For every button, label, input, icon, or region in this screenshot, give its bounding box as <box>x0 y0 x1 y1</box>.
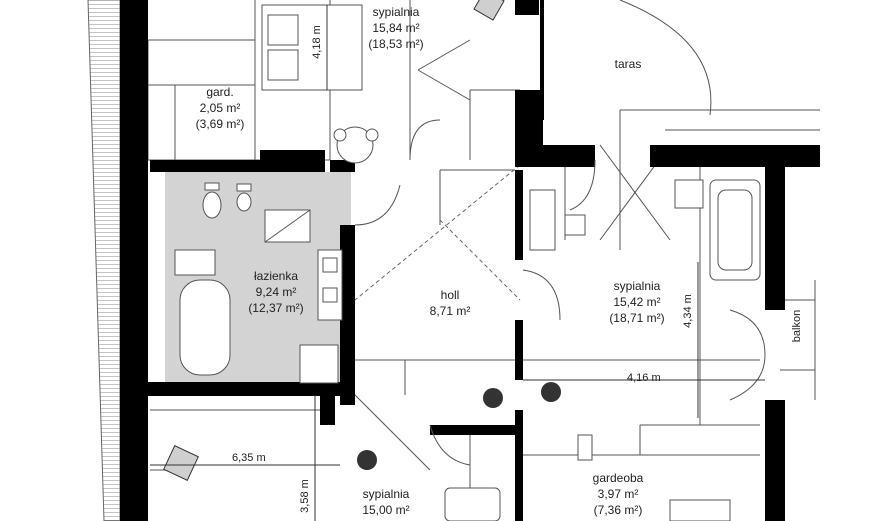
room-name: gardeoba <box>592 471 644 485</box>
room-area: 3,97 m² <box>597 487 639 501</box>
furniture <box>261 4 761 521</box>
room-name: taras <box>614 57 642 71</box>
dimension-label-635: 6,35 m <box>232 452 266 464</box>
room-area-gross: (18,53 m²) <box>368 37 424 51</box>
room-name: gard. <box>206 85 234 99</box>
room-area-gross: (18,71 m²) <box>609 311 665 325</box>
dimension-label-434: 4,34 m <box>682 294 694 328</box>
dashed-lines <box>354 164 521 301</box>
bathroom-fixtures <box>174 182 343 384</box>
terrace-arc <box>619 0 712 116</box>
room-label-gardeoba: gardeoba 3,97 m² (7,36 m²) <box>578 470 658 518</box>
room-label-taras: taras <box>600 56 656 72</box>
room-area-gross: (7,36 m²) <box>593 503 643 517</box>
room-name: łazienka <box>253 269 299 283</box>
room-label-balkon: balkon <box>791 309 803 343</box>
roof-hatch-strip <box>87 0 121 521</box>
plants <box>357 382 561 470</box>
room-label-gard: gard. 2,05 m² (3,69 m²) <box>185 84 255 132</box>
room-area: 9,24 m² <box>255 285 297 299</box>
room-name: sypialnia <box>362 487 410 501</box>
room-name: sypialnia <box>613 279 661 293</box>
room-label-sypialnia-bottom: sypialnia 15,00 m² <box>346 486 426 518</box>
walls <box>120 0 820 521</box>
room-label-lazienka: łazienka 9,24 m² (12,37 m²) <box>236 268 316 316</box>
room-name: sypialnia <box>372 5 420 19</box>
chairs <box>163 0 505 481</box>
dimension-label-416: 4,16 m <box>627 372 661 384</box>
room-area-gross: (3,69 m²) <box>195 117 245 131</box>
room-label-holl: holl 8,71 m² <box>420 287 480 319</box>
room-label-sypialnia-right: sypialnia 15,42 m² (18,71 m²) <box>597 278 677 326</box>
dimension-label-358: 3,58 m <box>299 479 311 513</box>
room-area: 15,00 m² <box>362 503 410 517</box>
dimension-lines <box>150 5 765 521</box>
room-area: 2,05 m² <box>199 101 241 115</box>
room-name: holl <box>440 288 460 302</box>
room-area: 15,84 m² <box>372 21 420 35</box>
dimension-label-418: 4,18 m <box>311 25 323 59</box>
room-label-sypialnia-top: sypialnia 15,84 m² (18,53 m²) <box>356 4 436 52</box>
door-swings <box>354 119 766 466</box>
room-area: 8,71 m² <box>429 304 471 318</box>
room-area: 15,42 m² <box>613 295 661 309</box>
room-area-gross: (12,37 m²) <box>248 301 304 315</box>
